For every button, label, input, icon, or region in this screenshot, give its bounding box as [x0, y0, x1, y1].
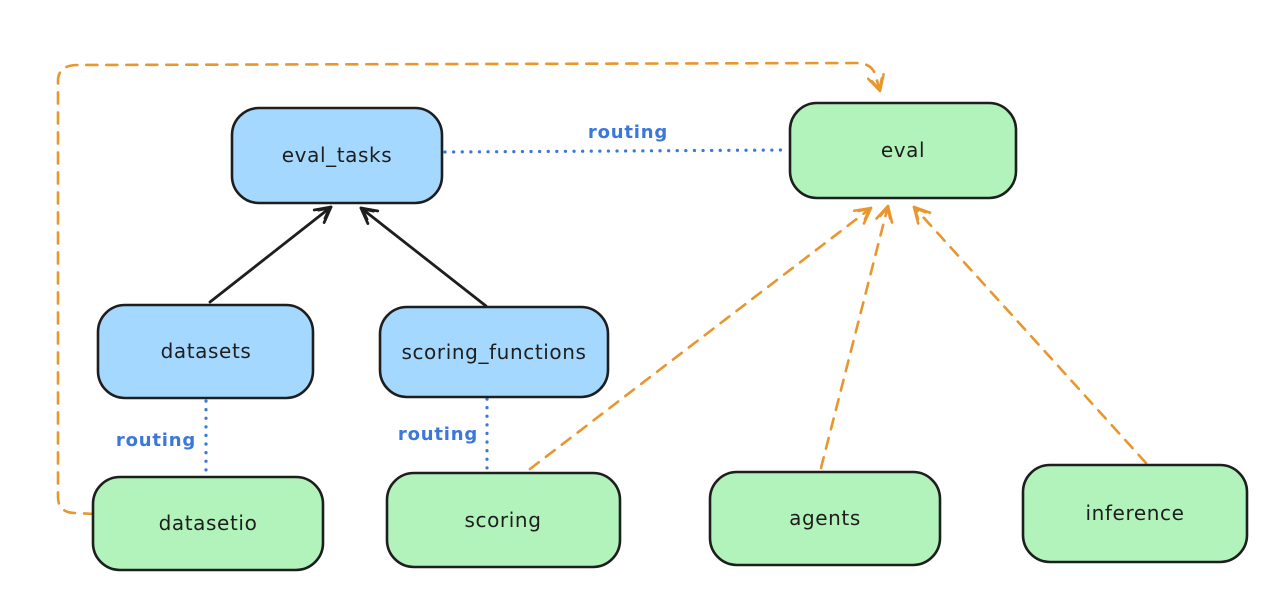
node-scoring-label: scoring — [464, 508, 541, 532]
node-datasetio: datasetio — [91, 475, 325, 572]
routing-label-scoring: routing — [398, 424, 478, 445]
node-eval-label: eval — [881, 138, 925, 162]
node-inference: inference — [1021, 463, 1249, 564]
edge-eval-tasks-eval-routing — [443, 148, 788, 154]
routing-label-datasetio: routing — [116, 430, 196, 451]
edge-inference-eval — [912, 205, 1148, 465]
node-agents: agents — [708, 470, 942, 567]
routing-label-top: routing — [588, 122, 668, 143]
node-scoring-functions-label: scoring_functions — [401, 340, 586, 364]
node-eval-tasks: eval_tasks — [230, 106, 444, 205]
node-datasetio-label: datasetio — [159, 511, 258, 535]
node-inference-label: inference — [1085, 501, 1184, 525]
node-eval: eval — [788, 101, 1018, 200]
node-agents-label: agents — [789, 506, 861, 530]
edge-labels: routing routing routing — [116, 122, 668, 451]
node-scoring: scoring — [385, 471, 622, 569]
edge-datasets-eval-tasks — [208, 205, 333, 304]
nodes: eval_tasks eval datasets scoring_functio… — [91, 101, 1249, 572]
node-datasets-label: datasets — [161, 339, 252, 363]
edge-agents-eval — [819, 204, 894, 470]
edges — [56, 61, 1148, 516]
node-scoring-functions: scoring_functions — [378, 305, 610, 399]
edge-datasetio-eval — [56, 61, 885, 516]
node-datasets: datasets — [96, 303, 315, 400]
edge-scoring-eval — [528, 206, 873, 471]
node-eval-tasks-label: eval_tasks — [282, 143, 392, 167]
edge-scoring-functions-eval-tasks — [359, 206, 488, 308]
